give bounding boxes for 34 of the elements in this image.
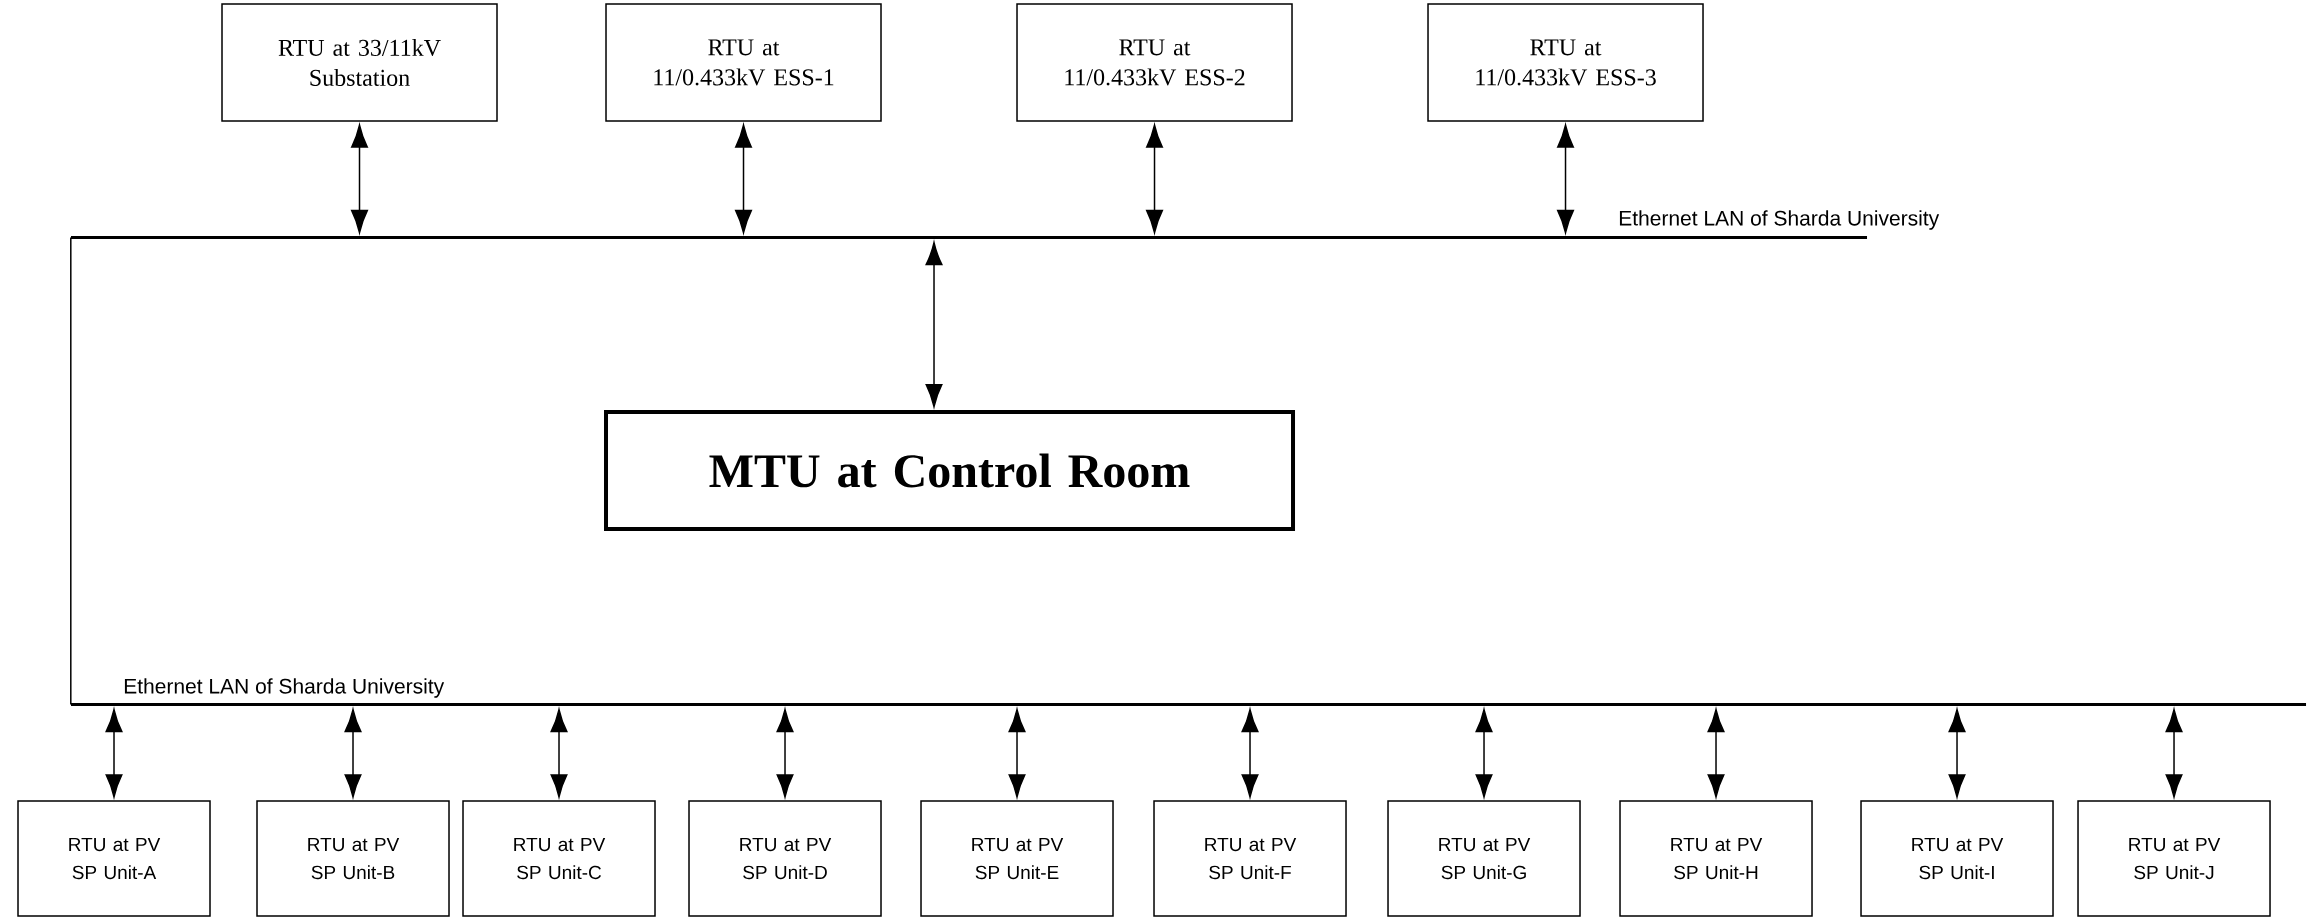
arrow	[1557, 124, 1574, 234]
mtu-box: MTU at Control Room	[604, 410, 1295, 531]
rtu-box: RTU at 33/11kV Substation	[221, 3, 498, 122]
rtu-box: RTU at PV SP Unit-H	[1619, 800, 1813, 917]
rtu-box: RTU at PV SP Unit-I	[1860, 800, 2054, 917]
arrow	[1146, 124, 1163, 234]
arrow	[105, 708, 123, 798]
network-label: Ethernet LAN of Sharda University	[1619, 210, 1940, 230]
rtu-box: RTU at PV SP Unit-G	[1387, 800, 1581, 917]
arrow	[1707, 708, 1725, 798]
arrow	[1475, 708, 1493, 798]
rtu-box: RTU at PV SP Unit-J	[2077, 800, 2271, 917]
arrow	[1008, 708, 1026, 798]
arrow	[735, 124, 752, 234]
arrow	[2165, 708, 2183, 798]
rtu-box: RTU at 11/0.433kV ESS-1	[605, 3, 882, 122]
arrow	[776, 708, 794, 798]
arrow	[925, 241, 943, 408]
rtu-box: RTU at PV SP Unit-B	[256, 800, 450, 917]
rtu-box: RTU at 11/0.433kV ESS-3	[1427, 3, 1704, 122]
rtu-box: RTU at PV SP Unit-F	[1153, 800, 1347, 917]
arrow	[351, 124, 368, 234]
network-line	[71, 236, 1867, 239]
rtu-box: RTU at PV SP Unit-A	[17, 800, 211, 917]
rtu-box: RTU at PV SP Unit-C	[462, 800, 656, 917]
arrow	[344, 708, 362, 798]
rtu-box: RTU at 11/0.433kV ESS-2	[1016, 3, 1293, 122]
arrow	[550, 708, 568, 798]
rtu-box: RTU at PV SP Unit-E	[920, 800, 1114, 917]
arrow	[1948, 708, 1966, 798]
network-line	[71, 703, 2307, 706]
network-label: Ethernet LAN of Sharda University	[124, 678, 445, 698]
arrow	[1241, 708, 1259, 798]
rtu-box: RTU at PV SP Unit-D	[688, 800, 882, 917]
